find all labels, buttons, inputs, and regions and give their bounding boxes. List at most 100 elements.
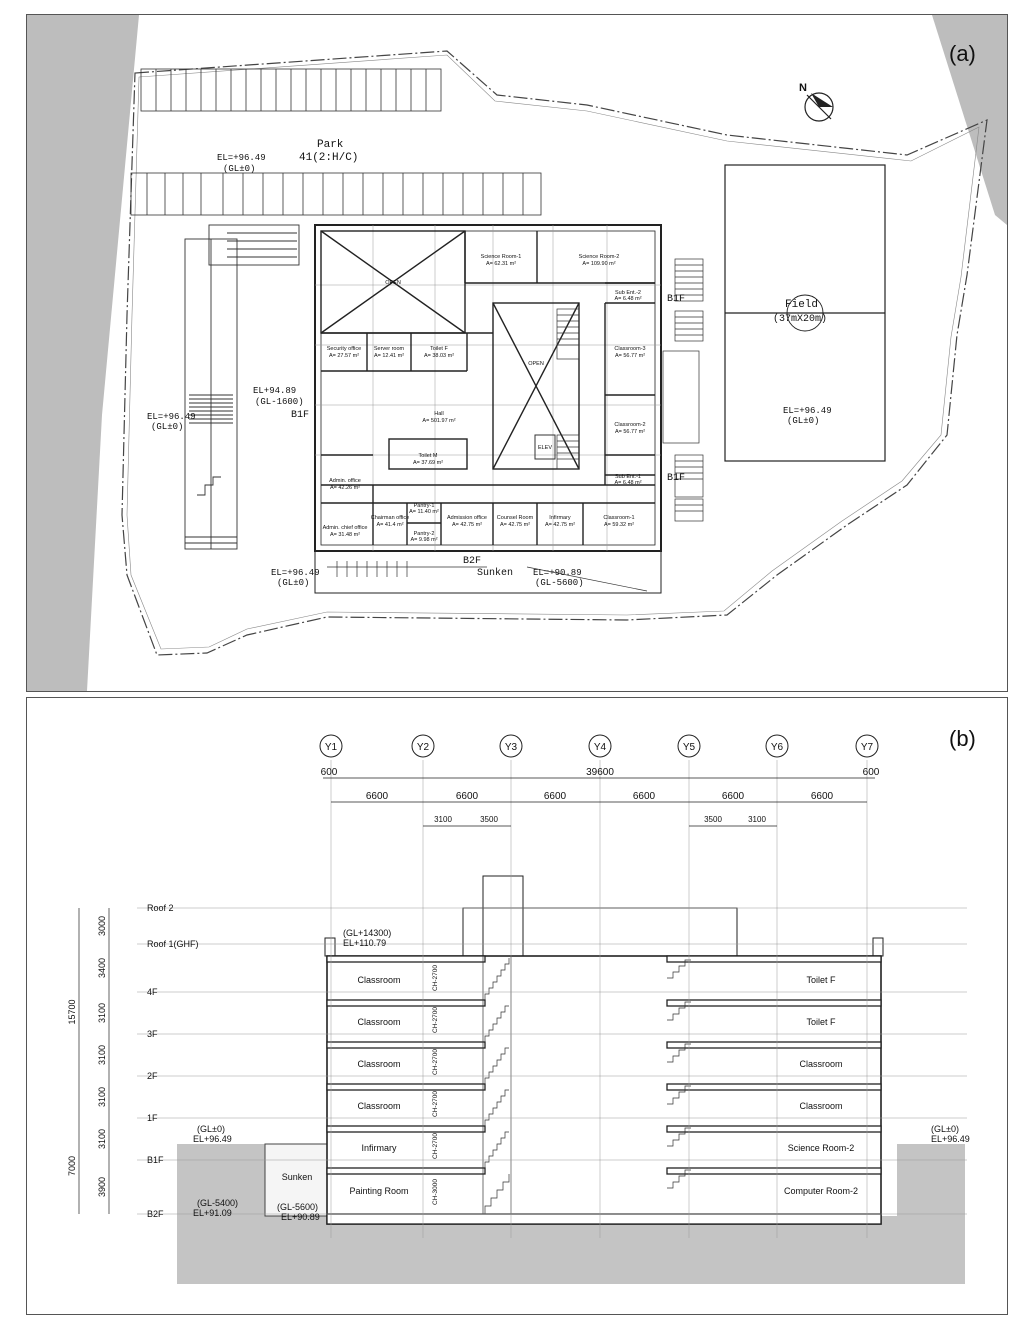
field-el: EL=+96.49 <box>783 406 832 416</box>
level-roof-2: Roof 2 <box>147 903 174 913</box>
field-size: (37mX20m) <box>773 313 827 325</box>
north-label: N <box>799 82 807 94</box>
room-science-2-area: A= 109.90 m² <box>582 261 615 267</box>
room-hall: Hall <box>434 411 443 417</box>
right-gl: (GL±0) <box>931 1124 959 1134</box>
park-el: EL=+96.49 <box>217 153 266 163</box>
park-count: 41(2:H/C) <box>299 152 358 164</box>
room-subent-2-area: A= 6.48 m² <box>614 296 641 302</box>
field-label: Field <box>785 299 818 311</box>
height-2f: 3100 <box>97 1045 107 1065</box>
ceiling-height-4f: CH-2700 <box>432 965 439 991</box>
height-b2f: 3900 <box>97 1177 107 1197</box>
room-hall-area: A= 501.97 m² <box>422 418 455 424</box>
room-subent-1: Sub Ent.-1 <box>615 474 641 480</box>
room-chairman: Chairman office <box>371 515 409 521</box>
room-admin-chief-area: A= 31.48 m² <box>330 532 360 538</box>
height-b1f: 3100 <box>97 1129 107 1149</box>
level-3f: 3F <box>147 1029 158 1039</box>
room-elevator: ELEV <box>538 445 552 451</box>
room-subent-2: Sub Ent.-2 <box>615 290 641 296</box>
room-toilet-f: Toilet F <box>430 346 448 352</box>
room-admin-chief: Admin. chief office <box>323 525 368 531</box>
section-room-right-b2f: Computer Room-2 <box>784 1186 858 1196</box>
b1f-east-top-label: B1F <box>667 294 685 305</box>
span-4: 6600 <box>633 791 656 802</box>
room-security: Security office <box>327 346 361 352</box>
section-room-right-b1f: Science Room-2 <box>788 1143 855 1153</box>
subspan-a2: 3500 <box>480 815 498 824</box>
section-room-right-1f: Classroom <box>799 1101 842 1111</box>
dim-left-600: 600 <box>321 767 338 778</box>
section-room-left-3f: Classroom <box>357 1017 400 1027</box>
south-el: EL=+96.49 <box>271 568 320 578</box>
right-el: EL+96.49 <box>931 1134 970 1144</box>
height-total-above: 15700 <box>67 999 77 1024</box>
dim-right-600: 600 <box>863 767 880 778</box>
room-subent-1-area: A= 6.48 m² <box>614 480 641 486</box>
field <box>724 164 886 462</box>
left-road <box>27 15 139 691</box>
roof-el: EL+110.79 <box>343 938 386 948</box>
room-toilet-m: Toilet M <box>419 453 438 459</box>
room-science-1-area: A= 62.31 m² <box>486 261 516 267</box>
panel-a-label: (a) <box>949 41 976 66</box>
room-classroom-2: Classroom-2 <box>614 422 645 428</box>
span-1: 6600 <box>366 791 389 802</box>
level-b2f: B2F <box>147 1209 164 1219</box>
subspan-b2: 3100 <box>748 815 766 824</box>
span-3: 6600 <box>544 791 567 802</box>
grid-bubbles <box>319 734 879 758</box>
room-infirmary: Infirmary <box>549 515 571 521</box>
grid-label-y7: Y7 <box>861 742 874 753</box>
room-counsel: Counsel Room <box>497 515 534 521</box>
south-gl: (GL±0) <box>277 578 309 588</box>
section-stairs <box>482 956 691 1214</box>
grid-label-y5: Y5 <box>683 742 696 753</box>
parking-second-row <box>130 172 542 216</box>
room-security-area: A= 27.57 m² <box>329 353 359 359</box>
room-chairman-area: A= 41.4 m² <box>376 522 403 528</box>
room-admin-office: Admin. office <box>329 478 361 484</box>
b2f-label: B2F <box>463 556 481 567</box>
b1f-west-label: B1F <box>291 410 309 421</box>
room-server-area: A= 12.41 m² <box>374 353 404 359</box>
sunken-gl: (GL-5600) <box>535 578 584 588</box>
height-roof: 3000 <box>97 916 107 936</box>
parking-top-row <box>140 68 442 112</box>
room-classroom-3: Classroom-3 <box>614 346 645 352</box>
section-room-right-3f: Toilet F <box>806 1017 836 1027</box>
left-el: EL=+96.49 <box>147 412 196 422</box>
floor-slabs <box>326 955 882 1225</box>
level-lines <box>137 907 967 1215</box>
ceiling-height-b1f: CH-2700 <box>432 1133 439 1159</box>
level-roof-1: Roof 1(GHF) <box>147 939 199 949</box>
ceiling-height-3f: CH-2700 <box>432 1007 439 1033</box>
room-science-2: Science Room-2 <box>579 254 620 260</box>
section-room-left-1f: Classroom <box>357 1101 400 1111</box>
level-2f: 2F <box>147 1071 158 1081</box>
site-boundary <box>121 50 988 656</box>
b2-gl: (GL-5400) <box>197 1198 238 1208</box>
b2-el: EL+91.09 <box>193 1208 232 1218</box>
dim-total: 39600 <box>586 767 614 778</box>
room-open-left: OPEN <box>385 280 401 286</box>
span-6: 6600 <box>811 791 834 802</box>
grid-label-y6: Y6 <box>771 742 784 753</box>
height-total-below: 7000 <box>67 1156 77 1176</box>
sunken-gl: (GL-5600) <box>277 1202 318 1212</box>
section-room-right-2f: Classroom <box>799 1059 842 1069</box>
vertical-dimensions <box>78 908 110 1214</box>
structural-grid <box>315 225 661 551</box>
span-5: 6600 <box>722 791 745 802</box>
section-sunken-label: Sunken <box>282 1172 313 1182</box>
panel-b-label: (b) <box>949 726 976 751</box>
level-b1f: B1F <box>147 1155 164 1165</box>
site-plan-panel: N (a) Park 41(2:H/C) EL=+96.49 (GL±0) EL… <box>26 14 1008 692</box>
room-counsel-area: A= 42.75 m² <box>500 522 530 528</box>
room-admission: Admission office <box>447 515 487 521</box>
north-arrow-icon <box>804 92 834 122</box>
sunken-el: EL=+90.89 <box>533 568 582 578</box>
section-panel: Y1 Y2 Y3 Y4 Y5 Y6 Y7 600 39600 600 6600 … <box>26 697 1008 1315</box>
section-room-right-4f: Toilet F <box>806 975 836 985</box>
